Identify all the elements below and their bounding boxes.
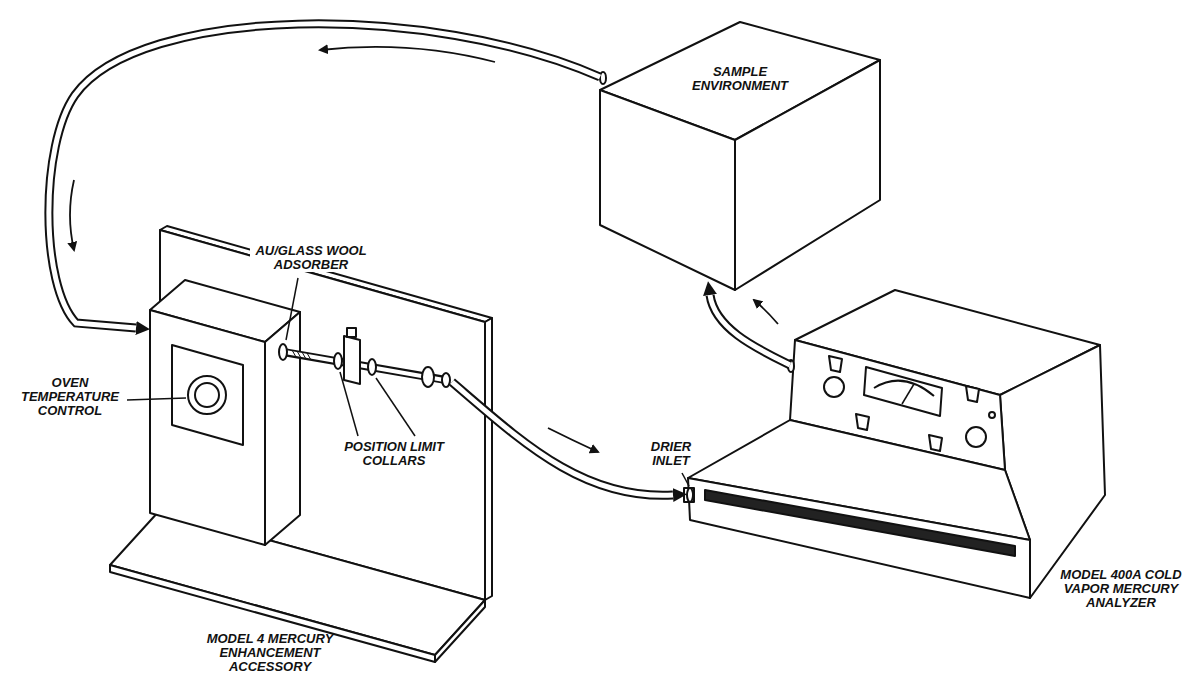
accessory-drawing-part — [188, 376, 226, 414]
adsorber-tube-part — [297, 351, 301, 358]
flow-arrow-part — [320, 47, 495, 62]
collar-clamp-part — [442, 373, 450, 387]
adsorber-tube-part — [279, 344, 287, 360]
hose-bore — [710, 295, 790, 365]
analyzer-drawing-part — [929, 435, 942, 451]
hose-outline — [49, 24, 600, 328]
analyzer-drawing-part — [688, 478, 1030, 598]
sample-box-drawing-part — [735, 60, 880, 290]
adsorber-tube-part — [292, 350, 296, 357]
leader-line-part — [340, 372, 358, 436]
hose-bore — [49, 24, 600, 328]
analyzer-drawing — [684, 290, 1105, 598]
part-label: DRIER INLET — [640, 440, 702, 468]
analyzer-drawing-part — [966, 427, 986, 447]
collar-clamp-part — [344, 336, 360, 384]
leader-line-part — [127, 398, 186, 400]
flow-arrow-part — [754, 300, 778, 324]
flow-arrow — [70, 47, 778, 452]
collar-clamp-part — [347, 328, 356, 337]
adsorber-tube-part — [292, 350, 311, 360]
mercury-analyzer: MODEL 400A COLD VAPOR MERCURY ANALYZER — [685, 335, 1195, 647]
hose-connector — [710, 295, 790, 365]
analyzer-drawing-part — [966, 386, 979, 402]
collar-clamp-part — [368, 359, 376, 375]
analyzer-drawing-part — [856, 414, 869, 430]
accessory-drawing-part — [150, 310, 265, 545]
leader-line — [127, 278, 689, 486]
leader-line-part — [682, 473, 689, 486]
analyzer-drawing-part — [705, 490, 1015, 556]
adsorber-tube-part — [285, 352, 444, 380]
flow-arrow-part — [548, 428, 598, 452]
part-label: OVEN TEMPERATURE CONTROL — [16, 376, 124, 418]
accessory-drawing-part — [265, 312, 300, 545]
analyzer-drawing-part — [902, 384, 914, 404]
adsorber-tube-part — [302, 352, 306, 359]
analyzer-drawing-part — [824, 377, 844, 397]
heading-text: SAMPLE ENVIRONMENT — [682, 65, 798, 93]
collar-clamp-part — [334, 353, 342, 369]
leader-line-part — [376, 378, 415, 436]
accessory-drawing-part — [485, 318, 492, 600]
heading-text: MODEL 400A COLD VAPOR MERCURY ANALYZER — [1053, 568, 1189, 610]
sample-box-drawing-part — [600, 90, 735, 290]
collar-clamp-part — [422, 367, 434, 387]
hose-outline — [452, 382, 673, 495]
analyzer-drawing-part — [684, 488, 694, 502]
analyzer-drawing-part — [989, 412, 995, 418]
sample-environment-box: SAMPLE ENVIRONMENT — [595, 15, 890, 295]
accessory-drawing-part — [435, 600, 485, 662]
collar-clamp — [334, 328, 450, 387]
analyzer-drawing-part — [687, 488, 693, 502]
sample-box-drawing — [600, 22, 880, 290]
analyzer-drawing-part — [874, 381, 934, 396]
hose-connector — [49, 24, 600, 328]
heading-text: MODEL 4 MERCURY ENHANCEMENT ACCESSORY — [202, 632, 338, 674]
analyzer-drawing-part — [864, 367, 942, 416]
flow-arrow-part — [70, 180, 74, 250]
hose-outline — [710, 295, 790, 365]
accessory-drawing — [110, 226, 492, 662]
analyzer-drawing-part — [829, 356, 842, 372]
adsorber-tube-part — [307, 353, 311, 360]
part-label: POSITION LIMIT COLLARS — [335, 440, 453, 468]
hose-connector — [452, 382, 673, 495]
accessory-drawing-part — [195, 383, 219, 407]
accessory-drawing-part — [172, 345, 243, 445]
adsorber-tube — [279, 344, 446, 380]
leader-line-part — [286, 278, 298, 340]
hose-bore — [452, 382, 673, 495]
part-label: AU/GLASS WOOL ADSORBER — [250, 244, 372, 272]
